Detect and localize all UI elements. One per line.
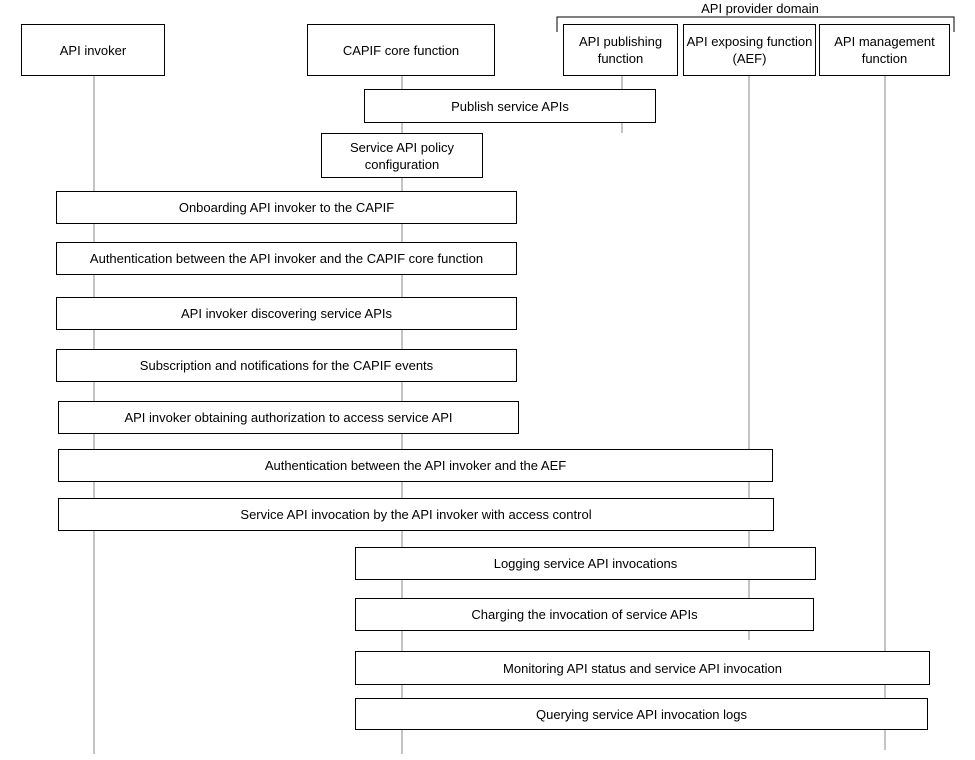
step-authorization: API invoker obtaining authorization to a… — [58, 401, 519, 434]
provider-domain-label: API provider domain — [701, 1, 819, 16]
step-authentication-core: Authentication between the API invoker a… — [56, 242, 517, 275]
step-querying-logs: Querying service API invocation logs — [355, 698, 928, 730]
step-logging: Logging service API invocations — [355, 547, 816, 580]
step-authentication-aef: Authentication between the API invoker a… — [58, 449, 773, 482]
step-discovery: API invoker discovering service APIs — [56, 297, 517, 330]
entity-capif-core-function: CAPIF core function — [307, 24, 495, 76]
step-charging: Charging the invocation of service APIs — [355, 598, 814, 631]
step-publish-service-apis: Publish service APIs — [364, 89, 656, 123]
step-monitoring: Monitoring API status and service API in… — [355, 651, 930, 685]
step-service-api-policy-configuration: Service API policy configuration — [321, 133, 483, 178]
step-subscription: Subscription and notifications for the C… — [56, 349, 517, 382]
entity-api-management-function: API management function — [819, 24, 950, 76]
provider-domain-bracket — [556, 16, 955, 32]
step-service-api-invocation: Service API invocation by the API invoke… — [58, 498, 774, 531]
entity-api-invoker: API invoker — [21, 24, 165, 76]
step-onboarding: Onboarding API invoker to the CAPIF — [56, 191, 517, 224]
entity-api-publishing-function: API publishing function — [563, 24, 678, 76]
entity-api-exposing-function: API exposing function (AEF) — [683, 24, 816, 76]
